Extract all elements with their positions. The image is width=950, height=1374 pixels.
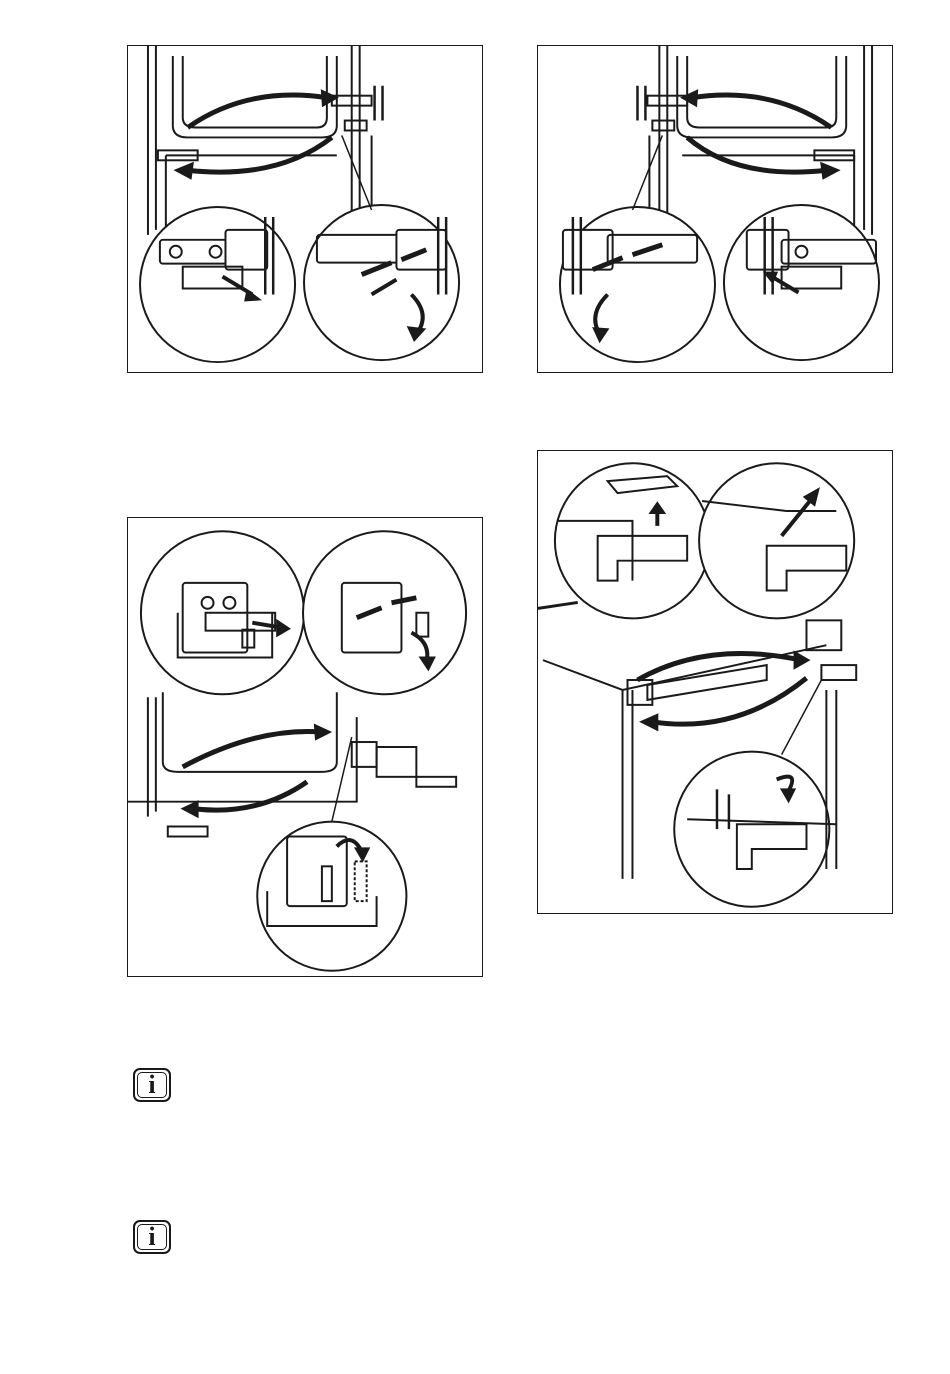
info-icon: i — [133, 1068, 171, 1102]
figure-top-hinge-cover-transfer — [537, 450, 893, 914]
info-icon: i — [133, 1220, 171, 1254]
upper-hinge-remove-illustration — [128, 46, 482, 372]
figure-lower-hinge-transfer — [127, 517, 483, 977]
top-hinge-cover-transfer-illustration — [538, 451, 892, 913]
lower-hinge-transfer-illustration — [128, 518, 482, 976]
upper-hinge-refit-illustration — [538, 46, 892, 372]
figure-upper-hinge-refit — [537, 45, 893, 373]
figure-upper-hinge-remove — [127, 45, 483, 373]
